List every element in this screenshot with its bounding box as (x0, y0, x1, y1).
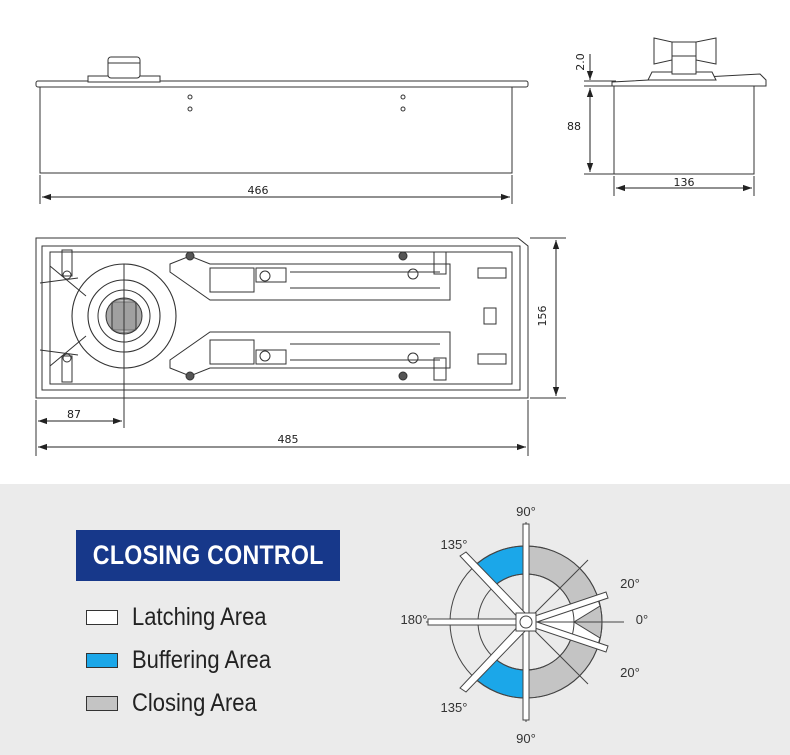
legend-item-buffering: Buffering Area (86, 645, 290, 675)
legend-label-latching: Latching Area (132, 602, 267, 631)
closing-control-title: CLOSING CONTROL (92, 540, 324, 570)
closing-control-title-box: CLOSING CONTROL (76, 530, 340, 581)
legend-item-closing: Closing Area (86, 688, 274, 718)
plate-length-dimension: 485 (278, 433, 299, 446)
legend-item-latching: Latching Area (86, 602, 285, 632)
depth-dimension: 136 (674, 176, 695, 189)
angle-label-upper-135: 135° (441, 537, 468, 552)
top-offset-dimension: 2.0 (574, 53, 587, 71)
angle-label-upper-20: 20° (620, 576, 640, 591)
axis-offset-dimension: 87 (67, 408, 81, 421)
angle-label-180: 180° (401, 612, 428, 627)
legend-label-closing: Closing Area (132, 688, 257, 717)
buffering-swatch (86, 652, 118, 668)
technical-drawings: 466 88 2.0 136 156 87 485 (35, 37, 767, 456)
plate-width-dimension: 156 (536, 306, 549, 327)
angle-label-lower-20: 20° (620, 665, 640, 680)
height-dimension: 88 (567, 120, 581, 133)
closing-swatch (86, 695, 118, 711)
top-view (35, 237, 566, 456)
legend-label-buffering: Buffering Area (132, 645, 272, 674)
angle-label-lower-135: 135° (441, 700, 468, 715)
front-view (35, 56, 529, 204)
side-view (584, 37, 767, 196)
angle-label-top-90: 90° (516, 504, 536, 519)
closing-control-panel (0, 484, 790, 755)
latching-swatch (86, 609, 118, 625)
angle-label-bottom-90: 90° (516, 731, 536, 746)
angle-label-0: 0° (636, 612, 648, 627)
width-dimension: 466 (248, 184, 269, 197)
closing-angle-dial: 90° 90° 135° 135° 180° 20° 20° 0° (401, 504, 649, 746)
